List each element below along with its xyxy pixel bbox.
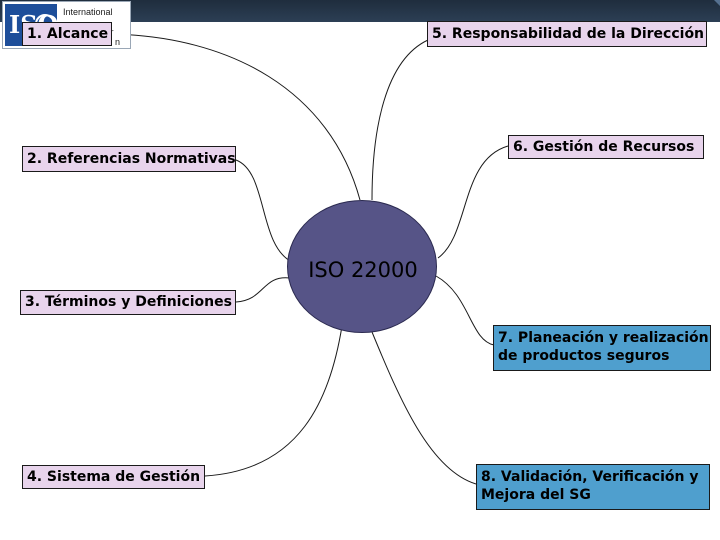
node-planeacion-line1: 7. Planeación y realización [498, 330, 709, 346]
top-bar [0, 0, 720, 22]
center-ellipse [287, 200, 437, 333]
connector-validacion [371, 331, 477, 485]
node-recursos: 6. Gestión de Recursos [508, 135, 704, 159]
node-terminos: 3. Términos y Definiciones [20, 290, 236, 315]
node-validacion-line2: Mejora del SG [481, 487, 591, 503]
node-alcance: 1. Alcance [22, 22, 112, 46]
node-validacion: 8. Validación, Verificación y Mejora del… [476, 464, 710, 510]
node-referencias: 2. Referencias Normativas [22, 146, 236, 172]
center-label: ISO 22000 [308, 258, 418, 282]
node-planeacion-line2: de productos seguros [498, 348, 670, 364]
connector-terminos [235, 277, 291, 303]
node-sistema: 4. Sistema de Gestión [22, 465, 205, 489]
connector-sistema [204, 325, 343, 477]
node-planeacion: 7. Planeación y realización de productos… [493, 325, 711, 371]
connector-planeacion [435, 275, 495, 346]
corner-decoration [714, 0, 720, 6]
node-responsabilidad: 5. Responsabilidad de la Dirección [427, 21, 707, 47]
connector-responsabilidad [371, 39, 429, 201]
node-validacion-line1: 8. Validación, Verificación y [481, 469, 699, 485]
connector-referencias [235, 159, 293, 263]
connector-recursos [437, 145, 509, 259]
connector-alcance [109, 33, 361, 201]
